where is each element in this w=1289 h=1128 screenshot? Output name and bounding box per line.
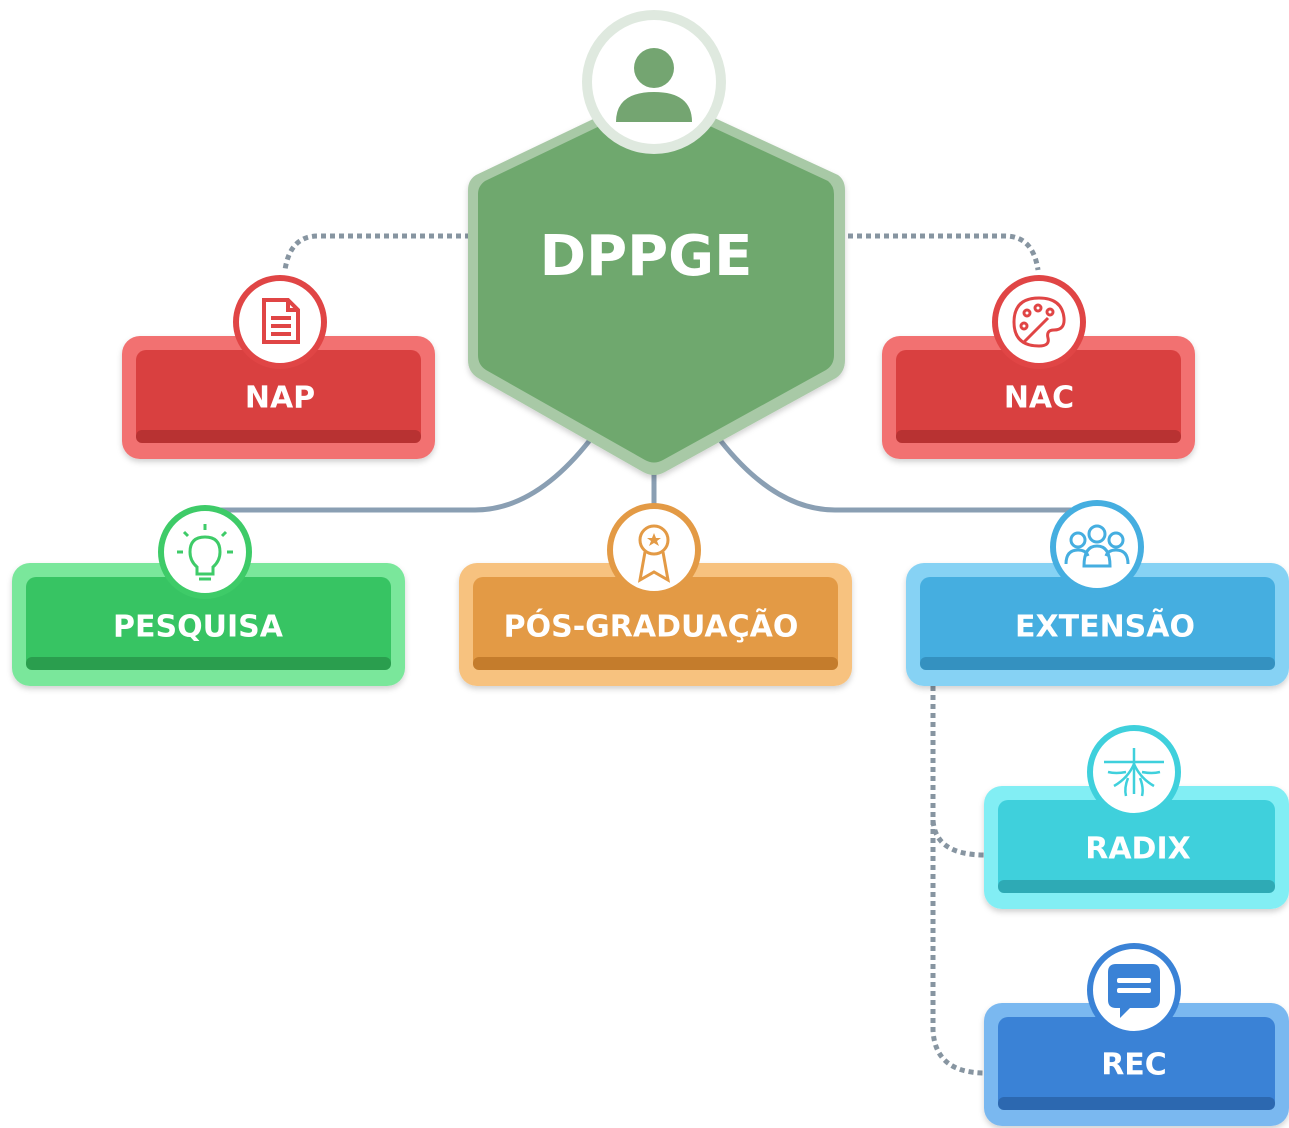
extensao-label: EXTENSÃO xyxy=(1015,608,1195,645)
node-rec[interactable]: REC xyxy=(984,943,1289,1126)
roots-icon xyxy=(1104,748,1164,797)
connector-root-nap xyxy=(282,233,470,271)
lightbulb-icon xyxy=(177,524,233,581)
node-pesquisa[interactable]: PESQUISA xyxy=(12,505,405,686)
pos-graduacao-icon-badge xyxy=(607,503,701,597)
root-label: DPPGE xyxy=(540,224,753,289)
chat-bubble-icon xyxy=(1108,964,1160,1018)
node-nap[interactable]: NAP xyxy=(122,275,435,459)
pos-graduacao-label: PÓS-GRADUAÇÃO xyxy=(504,608,799,645)
palette-icon xyxy=(1012,296,1066,348)
user-icon xyxy=(616,48,692,122)
nac-label: NAC xyxy=(1004,381,1074,416)
nac-icon-badge xyxy=(992,275,1086,369)
nap-icon-badge xyxy=(233,275,327,369)
root-icon-badge xyxy=(582,10,726,154)
node-radix[interactable]: RADIX xyxy=(984,725,1289,909)
radix-label: RADIX xyxy=(1085,832,1191,867)
node-nac[interactable]: NAC xyxy=(882,275,1195,459)
connector-extensao-radix xyxy=(930,686,986,858)
connectors xyxy=(207,233,1098,1076)
nap-label: NAP xyxy=(245,381,315,416)
root-node[interactable]: DPPGE xyxy=(468,10,845,475)
connector-root-pesquisa xyxy=(207,437,593,533)
connector-root-extensao xyxy=(717,437,1098,528)
award-ribbon-icon xyxy=(637,524,671,583)
extensao-icon-badge xyxy=(1050,500,1144,594)
node-extensao[interactable]: EXTENSÃO xyxy=(906,500,1289,686)
pesquisa-icon-badge xyxy=(158,505,252,599)
root-hexagon xyxy=(478,100,834,463)
pesquisa-label: PESQUISA xyxy=(113,610,284,645)
rec-icon-badge xyxy=(1087,943,1181,1037)
radix-icon-badge xyxy=(1087,725,1181,819)
document-icon xyxy=(262,298,300,344)
group-icon xyxy=(1064,524,1130,568)
connector-root-nac xyxy=(848,233,1041,271)
rec-label: REC xyxy=(1101,1048,1167,1083)
node-pos-graduacao[interactable]: PÓS-GRADUAÇÃO xyxy=(459,503,852,686)
connector-extensao-rec xyxy=(930,820,986,1076)
